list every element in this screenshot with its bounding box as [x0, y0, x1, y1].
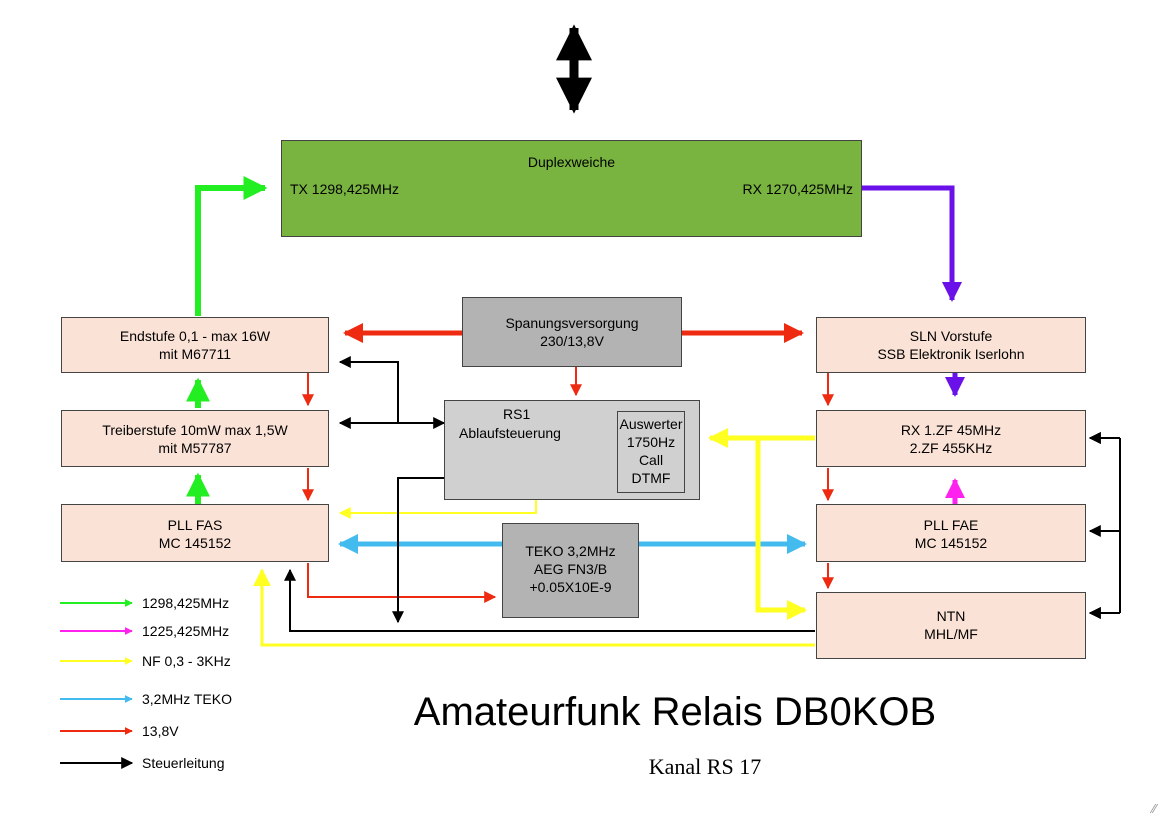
- diagram-subtitle: Kanal RS 17: [648, 754, 762, 779]
- duplexer-block: Duplexweiche TX 1298,425MHz RX 1270,425M…: [281, 140, 862, 237]
- green-tx-line: [195, 176, 268, 316]
- pll-fas-line1: PLL FAS: [167, 517, 223, 533]
- rx-line2: 2.ZF 455KHz: [909, 440, 993, 456]
- pll-fae-line2: MC 145152: [914, 535, 988, 551]
- legend-label: 13,8V: [142, 723, 179, 739]
- yellow-ntn-pll-fas: [253, 568, 815, 647]
- teko-block: TEKO 3,2MHz AEG FN3/B +0.05X10E-9: [502, 523, 639, 618]
- duplexer-title: Duplexweiche: [527, 154, 616, 170]
- red-pll-teko: [307, 563, 497, 603]
- auswerter-line3: Call: [638, 452, 664, 468]
- black-ntn-pll-fas: [284, 568, 815, 632]
- ntn-line1: NTN: [936, 608, 966, 624]
- sln-block: SLN Vorstufe SSB Elektronik Iserlohn: [816, 317, 1086, 373]
- pll-fae-block: PLL FAE MC 145152: [816, 504, 1086, 562]
- rs1-block: RS1 Ablaufsteuerung Auswerter 1750Hz Cal…: [444, 400, 700, 500]
- supply-block: Spanungsversorgung 230/13,8V: [462, 297, 682, 367]
- endstufe-block: Endstufe 0,1 - max 16W mit M67711: [61, 317, 329, 373]
- teko-line3: +0.05X10E-9: [529, 579, 612, 595]
- rs1-line2: Ablaufsteuerung: [459, 425, 561, 441]
- teko-line1: TEKO 3,2MHz: [525, 543, 616, 559]
- rs1-line1: RS1: [503, 406, 531, 422]
- legend-label: 3,2MHz TEKO: [142, 691, 232, 707]
- resize-grip-icon[interactable]: ⁄⁄: [1151, 802, 1156, 816]
- auswerter-line1: Auswerter: [619, 416, 683, 432]
- legend-label: 1225,425MHz: [142, 623, 230, 639]
- legend-label: Steuerleitung: [142, 755, 225, 771]
- duplexer-rx-label: RX 1270,425MHz: [742, 181, 853, 197]
- diagram-title: Amateurfunk Relais DB0KOB: [413, 690, 937, 734]
- rx-line1: RX 1.ZF 45MHz: [900, 422, 1002, 438]
- auswerter-block: Auswerter 1750Hz Call DTMF: [617, 411, 685, 493]
- treiber-block: Treiberstufe 10mW max 1,5W mit M57787: [61, 410, 329, 467]
- ntn-block: NTN MHL/MF: [816, 592, 1086, 659]
- legend-item-cyan: 3,2MHz TEKO: [60, 689, 280, 709]
- legend-label: 1298,425MHz: [142, 595, 230, 611]
- treiber-line1: Treiberstufe 10mW max 1,5W: [102, 422, 288, 438]
- sln-line1: SLN Vorstufe: [909, 328, 993, 344]
- legend-label: NF 0,3 - 3KHz: [142, 653, 231, 669]
- endstufe-line2: mit M67711: [158, 346, 232, 362]
- legend-item-red: 13,8V: [60, 721, 280, 741]
- black-rs1-endstufe: [338, 356, 399, 423]
- treiber-line2: mit M57787: [158, 440, 232, 456]
- pll-fas-block: PLL FAS MC 145152: [61, 504, 329, 562]
- legend-item-yellow: NF 0,3 - 3KHz: [60, 651, 280, 671]
- pll-fas-line2: MC 145152: [158, 535, 232, 551]
- auswerter-line4: DTMF: [631, 470, 671, 486]
- legend-item-magenta: 1225,425MHz: [60, 621, 280, 641]
- pll-fae-line1: PLL FAE: [923, 517, 979, 533]
- violet-rx-line: [862, 185, 962, 302]
- legend-item-black: Steuerleitung: [60, 753, 280, 773]
- auswerter-line2: 1750Hz: [626, 434, 676, 450]
- supply-line1: Spanungsversorgung: [505, 315, 639, 331]
- black-rs1-down: [392, 477, 444, 624]
- endstufe-line1: Endstufe 0,1 - max 16W: [119, 328, 271, 344]
- supply-line2: 230/13,8V: [540, 333, 604, 349]
- ntn-line2: MHL/MF: [924, 626, 978, 642]
- sln-line2: SSB Elektronik Iserlohn: [877, 346, 1025, 362]
- rx-block: RX 1.ZF 45MHz 2.ZF 455KHz: [816, 410, 1086, 467]
- teko-line2: AEG FN3/B: [533, 561, 608, 577]
- yellow-rx-ntn: [755, 438, 807, 620]
- legend-item-green: 1298,425MHz: [60, 593, 280, 613]
- duplexer-tx-label: TX 1298,425MHz: [290, 181, 399, 197]
